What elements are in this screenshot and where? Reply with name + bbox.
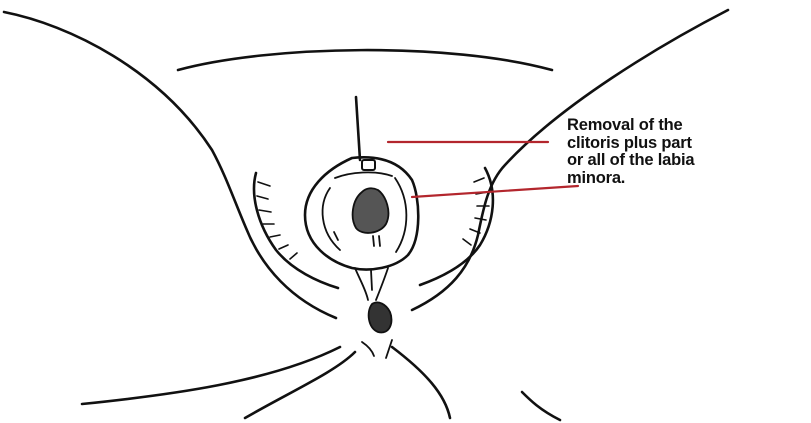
annotation-line-3: or all of the labia [567, 152, 805, 170]
clitoris-marker [362, 160, 375, 170]
leader-line-labia [412, 186, 578, 197]
annotation-line-2: clitoris plus part [567, 135, 805, 153]
anus-lines-right [386, 340, 392, 358]
right-hatched-outline [420, 168, 493, 285]
midline [356, 97, 360, 160]
left-thigh-outline [4, 12, 336, 318]
annotation-label: Removal of the clitoris plus part or all… [567, 117, 805, 187]
perineum-left [355, 268, 368, 300]
right-buttock-outline [392, 347, 450, 418]
mark-left [334, 232, 338, 240]
vaginal-opening [353, 188, 389, 233]
lower-right-curve [522, 392, 560, 420]
anus-lines-left [362, 342, 374, 356]
lower-left-curve [245, 352, 355, 418]
perineum-center [371, 270, 372, 290]
mark-center-1 [373, 236, 374, 246]
inner-fold-top [335, 172, 392, 178]
abdomen-curve [178, 50, 552, 70]
inner-labia-right [395, 178, 406, 252]
left-hatch-marks [257, 182, 297, 259]
perineum-right [376, 268, 388, 300]
annotation-line-4: minora. [567, 170, 805, 188]
inner-labia-left [323, 188, 340, 250]
annotation-line-1: Removal of the [567, 117, 805, 135]
mark-center-2 [379, 236, 380, 246]
left-buttock-outline [82, 347, 340, 404]
anus [369, 302, 392, 332]
